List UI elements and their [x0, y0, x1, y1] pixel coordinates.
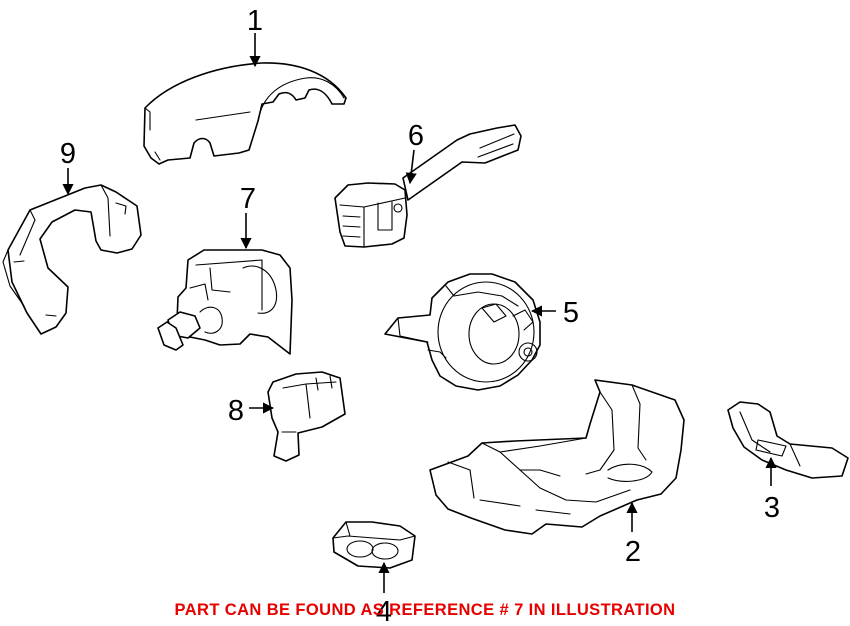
leader-6	[405, 149, 417, 185]
callout-4: 4	[376, 596, 392, 626]
callout-2: 2	[625, 536, 641, 568]
callout-7: 7	[240, 183, 256, 215]
callout-8: 8	[228, 395, 244, 427]
callout-5: 5	[563, 297, 579, 329]
callout-9: 9	[60, 138, 76, 170]
stalk-switch	[334, 124, 522, 248]
callout-6: 6	[408, 120, 424, 152]
upper-column-shroud	[143, 62, 347, 165]
switch-module	[267, 371, 346, 462]
ignition-lock-housing	[157, 249, 293, 355]
clock-spring	[384, 273, 541, 391]
reference-note: PART CAN BE FOUND AS REFERENCE # 7 IN IL…	[175, 601, 676, 619]
callout-3: 3	[764, 492, 780, 524]
callout-1: 1	[247, 5, 263, 37]
lower-column-shroud	[429, 379, 685, 535]
lower-trim-cover	[2, 184, 142, 335]
small-switch	[332, 521, 416, 569]
trim-piece	[727, 401, 849, 479]
